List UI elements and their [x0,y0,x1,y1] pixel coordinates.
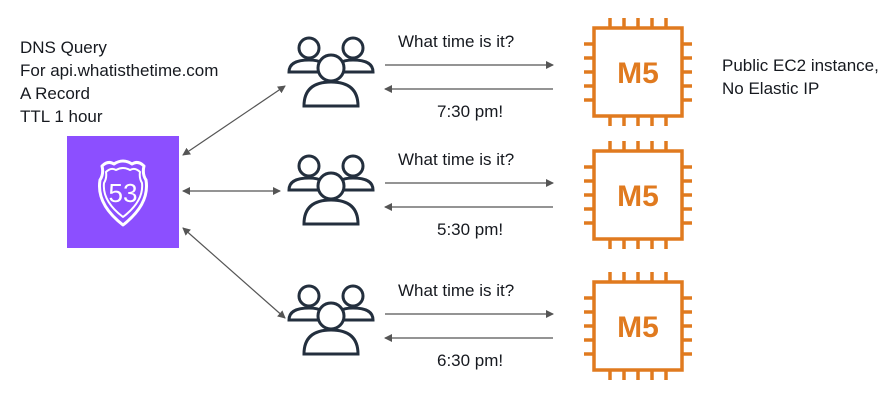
route53-icon: 53 [67,136,179,248]
question-label-3: What time is it? [398,281,514,300]
dns-query-domain: For api.whatisthetime.com [20,61,219,80]
ec2-instance-icon-3: M5 [584,272,692,380]
users-icon-3 [287,284,375,356]
answer-label-3: 6:30 pm! [437,351,503,370]
dns-query-ttl: TTL 1 hour [20,107,103,126]
instance-note-line1: Public EC2 instance, [722,56,879,75]
users-icon-1 [287,36,375,108]
arrow-route53-user1 [182,85,286,156]
answer-label-1: 7:30 pm! [437,102,503,121]
request-arrows [384,61,554,342]
dns-query-record: A Record [20,84,90,103]
answer-label-2: 5:30 pm! [437,220,503,239]
route53-label: 53 [109,178,138,208]
route53-shield-icon [97,159,149,227]
arrow-route53-user3 [182,227,286,319]
question-label-2: What time is it? [398,150,514,169]
ec2-instance-icon-1: M5 [584,18,692,126]
users-icons [287,36,375,356]
instance-label-1: M5 [617,57,659,90]
dns-query-title: DNS Query [20,38,107,57]
instance-note-line2: No Elastic IP [722,79,820,98]
users-icon-2 [287,154,375,226]
question-label-1: What time is it? [398,32,514,51]
dns-arrows [182,85,286,319]
instance-label-3: M5 [617,311,659,344]
ec2-instance-icon-2: M5 [584,141,692,249]
instance-label-2: M5 [617,180,659,213]
